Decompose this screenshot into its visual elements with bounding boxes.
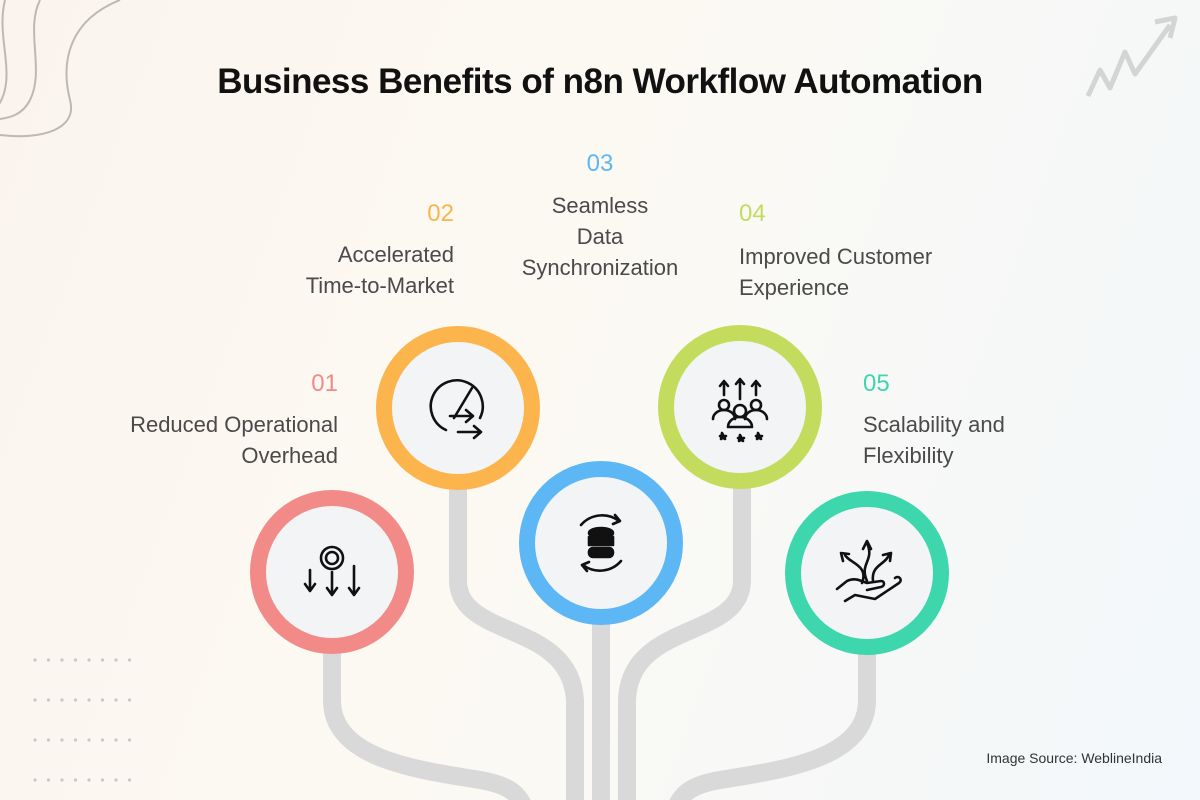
label-line: Seamless [551,193,649,218]
label-line: Reduced Operational [130,412,338,437]
benefit-02-number: 02 [427,200,454,227]
hand-arrows-icon [835,539,902,603]
label-line: Scalability and [863,412,1005,437]
benefit-05-circle [785,491,949,655]
decorative-growth-arrow-icon [1085,15,1178,98]
ring [376,326,540,490]
benefit-02-circle [376,326,540,490]
dot [60,778,64,782]
dot [100,658,105,662]
label-line: Time-to-Market [305,273,454,298]
connector-04 [618,485,751,800]
dot [114,778,118,782]
dot [33,778,37,782]
label-line: Experience [739,275,850,300]
dot [100,738,105,742]
dot [114,698,118,702]
benefit-05-number: 05 [863,370,890,397]
dot [46,698,51,702]
connector-02 [449,485,584,800]
ring [658,325,822,489]
label-line: Improved Customer [739,244,933,269]
dot [114,738,118,742]
benefit-01-number: 01 [311,370,338,397]
dot [73,698,78,702]
connector-05 [669,650,876,800]
dot [60,738,64,742]
dot [127,778,132,782]
label-line: Flexibility [863,443,954,468]
customers-rating-icon [711,377,769,443]
dot [73,658,78,662]
dot [46,738,51,742]
dot [87,778,91,782]
benefit-04-number: 04 [739,200,766,227]
benefit-03-number: 03 [586,150,614,177]
page-title: Business Benefits of n8n Workflow Automa… [217,62,983,101]
image-source-credit: Image Source: WeblineIndia [986,750,1162,766]
cost-reduction-gear-icon [303,545,361,597]
dot [33,658,37,662]
label-line: Accelerated [337,242,454,267]
dot [60,658,64,662]
benefit-01-circle [250,490,414,654]
dot [100,698,105,702]
dot [87,738,91,742]
dot [33,738,37,742]
speedometer-arrows-icon [429,379,485,440]
dot [114,658,118,662]
dot [33,698,37,702]
decorative-swirl [0,0,121,138]
label-line: Synchronization [521,255,679,280]
dot [127,658,132,662]
database-sync-icon [579,513,623,573]
dot [46,658,51,662]
decorative-dot-grid [33,658,132,782]
benefit-03-circle [519,461,683,625]
benefit-04-circle [658,325,822,489]
dot [127,698,132,702]
dot [73,778,78,782]
dot [100,778,105,782]
ring [785,491,949,655]
connector-lines [323,485,876,800]
connector-01 [323,650,531,800]
label-line: Data [576,224,624,249]
label-line: Overhead [241,443,338,468]
dot [60,698,64,702]
dot [127,738,132,742]
dot [87,698,91,702]
dot [46,778,51,782]
dot [73,738,78,742]
dot [87,658,91,662]
